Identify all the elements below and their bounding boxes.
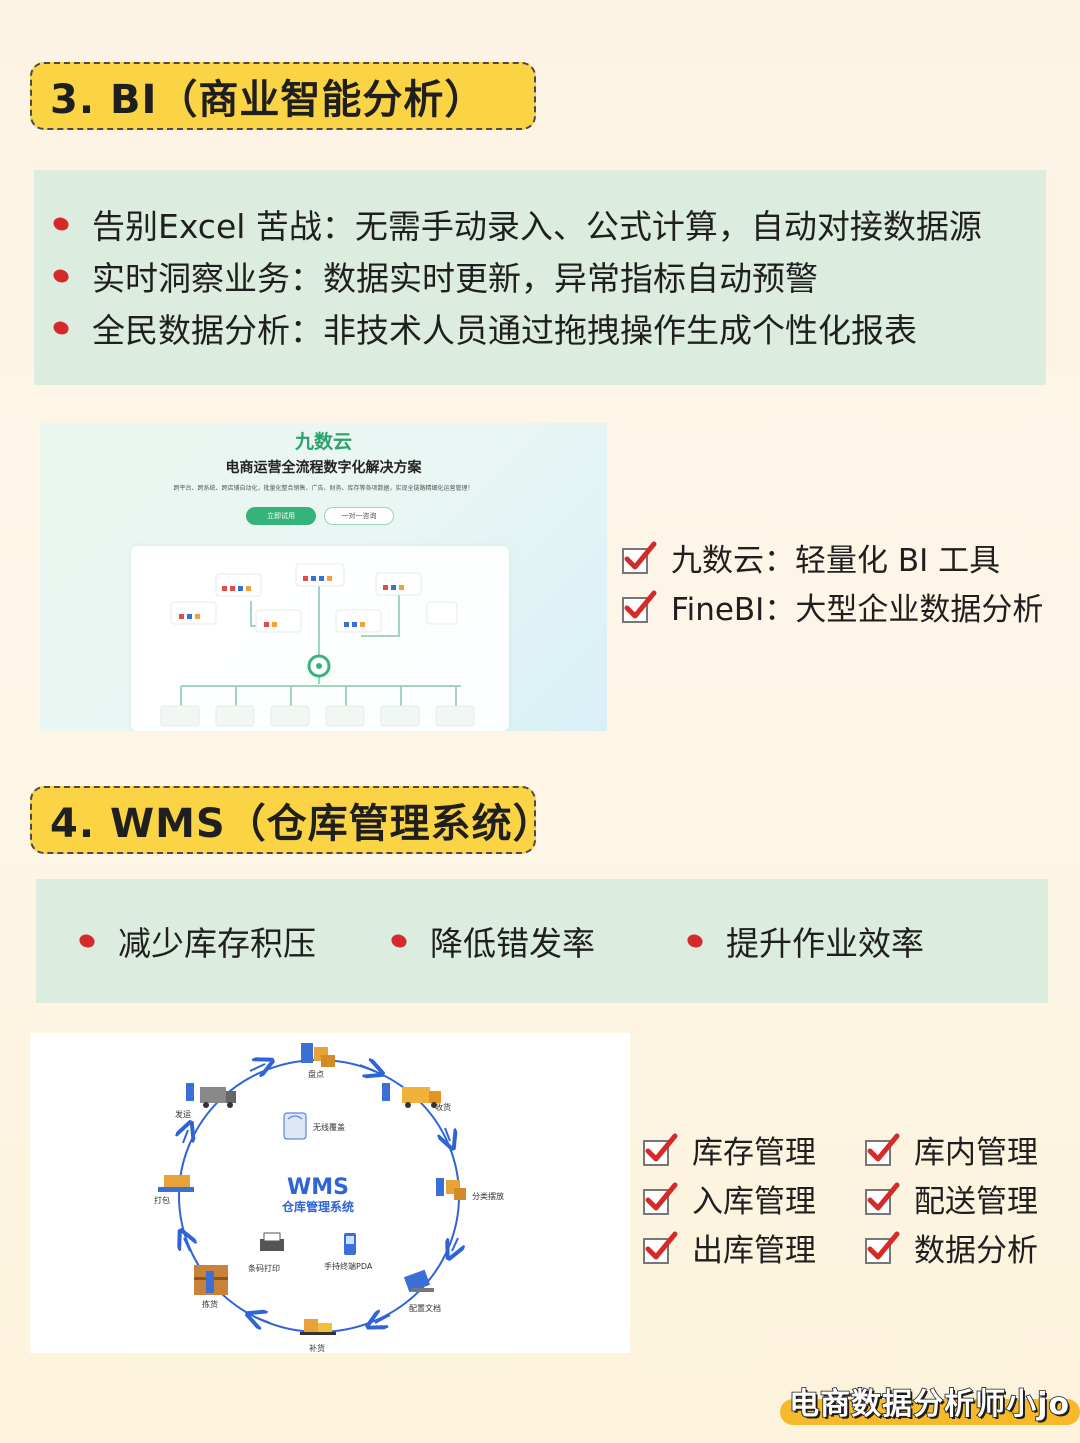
inner-label: 手持终端PDA (324, 1261, 373, 1271)
bullet-text: 全民数据分析：非技术人员通过拖拽操作生成个性化报表 (92, 311, 917, 350)
inner-label: 无线覆盖 (313, 1122, 345, 1132)
checkbox-check-icon (622, 590, 657, 623)
bullet-dot-icon (77, 932, 97, 950)
replenish-node-icon (300, 1319, 336, 1335)
node-label: 盘点 (308, 1069, 324, 1079)
node-label: 拣货 (202, 1299, 218, 1309)
bullet-item: 全民数据分析：非技术人员通过拖拽操作生成个性化报表 (51, 304, 917, 352)
benefit-text: 减少库存积压 (118, 924, 316, 963)
watermark-highlight (780, 1399, 1080, 1425)
node-label: 补货 (309, 1343, 325, 1353)
feature-label: 库内管理 (914, 1135, 1038, 1171)
bullet-item: 实时洞察业务：数据实时更新，异常指标自动预警 (51, 252, 818, 300)
checkbox-check-icon (643, 1182, 678, 1215)
wms-cycle-diagram: 盘点 收货 分类摆放 配置文档 补货 拣货 打包 发运 无线覆盖 条码打印 手持… (154, 1043, 504, 1353)
section4-title: 4. WMS（仓库管理系统） (30, 786, 553, 854)
jiushuyun-screenshot: 九数云 电商运营全流程数字化解决方案 跨平台、跨系统、跨店铺自动化，批量化整合销… (40, 423, 607, 731)
section4-benefit-box: 减少库存积压 降低错发率 提升作业效率 (36, 879, 1048, 1003)
node-label: 配置文档 (409, 1303, 441, 1313)
feature-label: 数据分析 (914, 1233, 1038, 1269)
wireless-icon (283, 1112, 307, 1140)
bullet-dot-icon (389, 932, 409, 950)
wms-diagram: 盘点 收货 分类摆放 配置文档 补货 拣货 打包 发运 无线覆盖 条码打印 手持… (30, 1033, 630, 1353)
benefit-item: 减少库存积压 (77, 917, 316, 965)
receiving-node-icon (382, 1083, 441, 1108)
tool-label: 九数云：轻量化 BI 工具 (671, 543, 1001, 579)
feature-item: 数据分析 (864, 1225, 1038, 1270)
pda-icon (344, 1233, 356, 1255)
checkbox-check-icon (643, 1133, 678, 1166)
node-label: 分类摆放 (472, 1191, 504, 1201)
benefit-text: 降低错发率 (430, 924, 595, 963)
feature-item: 库内管理 (864, 1127, 1038, 1172)
tool-label: FineBI：大型企业数据分析 (671, 592, 1044, 628)
feature-item: 出库管理 (642, 1225, 816, 1270)
brand-name: 九数云 (294, 431, 352, 453)
checkbox-check-icon (865, 1231, 900, 1264)
checkbox-check-icon (622, 541, 657, 574)
bullet-item: 告别Excel 苦战：无需手动录入、公式计算，自动对接数据源 (51, 200, 982, 248)
feature-item: 配送管理 (864, 1176, 1038, 1221)
wms-center-subtitle: 仓库管理系统 (281, 1199, 354, 1214)
bullet-dot-icon (51, 267, 71, 285)
sorting-node-icon (436, 1178, 466, 1200)
bullet-dot-icon (51, 319, 71, 337)
tool-item: FineBI：大型企业数据分析 (621, 584, 1043, 629)
node-label: 收货 (435, 1102, 451, 1112)
shipping-node-icon (186, 1083, 236, 1108)
flow-diagram (160, 563, 475, 727)
document-node-icon (403, 1269, 434, 1293)
feature-label: 库存管理 (692, 1135, 816, 1171)
benefit-item: 提升作业效率 (685, 917, 924, 965)
screenshot-headline: 电商运营全流程数字化解决方案 (225, 460, 422, 476)
section3-bullet-box: 告别Excel 苦战：无需手动录入、公式计算，自动对接数据源 实时洞察业务：数据… (34, 170, 1046, 385)
author-watermark: 电商数据分析师小jo (788, 1386, 1070, 1423)
benefit-item: 降低错发率 (389, 917, 595, 965)
node-label: 发运 (175, 1109, 191, 1119)
picking-node-icon (194, 1265, 228, 1295)
bullet-dot-icon (685, 932, 705, 950)
bullet-text: 告别Excel 苦战：无需手动录入、公式计算，自动对接数据源 (92, 207, 982, 246)
screenshot-subline: 跨平台、跨系统、跨店铺自动化，批量化整合销售、广告、财务、库存等各项数据，实现全… (173, 485, 474, 492)
flow-diagram-card (131, 546, 509, 731)
try-now-button[interactable]: 立即试用 (246, 507, 316, 525)
packing-node-icon (158, 1175, 194, 1192)
printer-icon (260, 1232, 284, 1251)
feature-label: 出库管理 (692, 1233, 816, 1269)
tool-item: 九数云：轻量化 BI 工具 (621, 535, 1000, 580)
inner-label: 条码打印 (248, 1263, 280, 1273)
wms-center-title: WMS (287, 1175, 349, 1200)
bullet-dot-icon (51, 215, 71, 233)
checkbox-check-icon (865, 1133, 900, 1166)
node-label: 打包 (154, 1195, 170, 1205)
feature-item: 入库管理 (642, 1176, 816, 1221)
section3-title: 3. BI（商业智能分析） (30, 62, 536, 130)
inventory-node-icon (301, 1043, 335, 1067)
feature-label: 配送管理 (914, 1184, 1038, 1220)
consult-button[interactable]: 一对一咨询 (324, 507, 394, 525)
benefit-text: 提升作业效率 (726, 924, 924, 963)
checkbox-check-icon (643, 1231, 678, 1264)
bullet-text: 实时洞察业务：数据实时更新，异常指标自动预警 (92, 259, 818, 298)
checkbox-check-icon (865, 1182, 900, 1215)
feature-item: 库存管理 (642, 1127, 816, 1172)
feature-label: 入库管理 (692, 1184, 816, 1220)
